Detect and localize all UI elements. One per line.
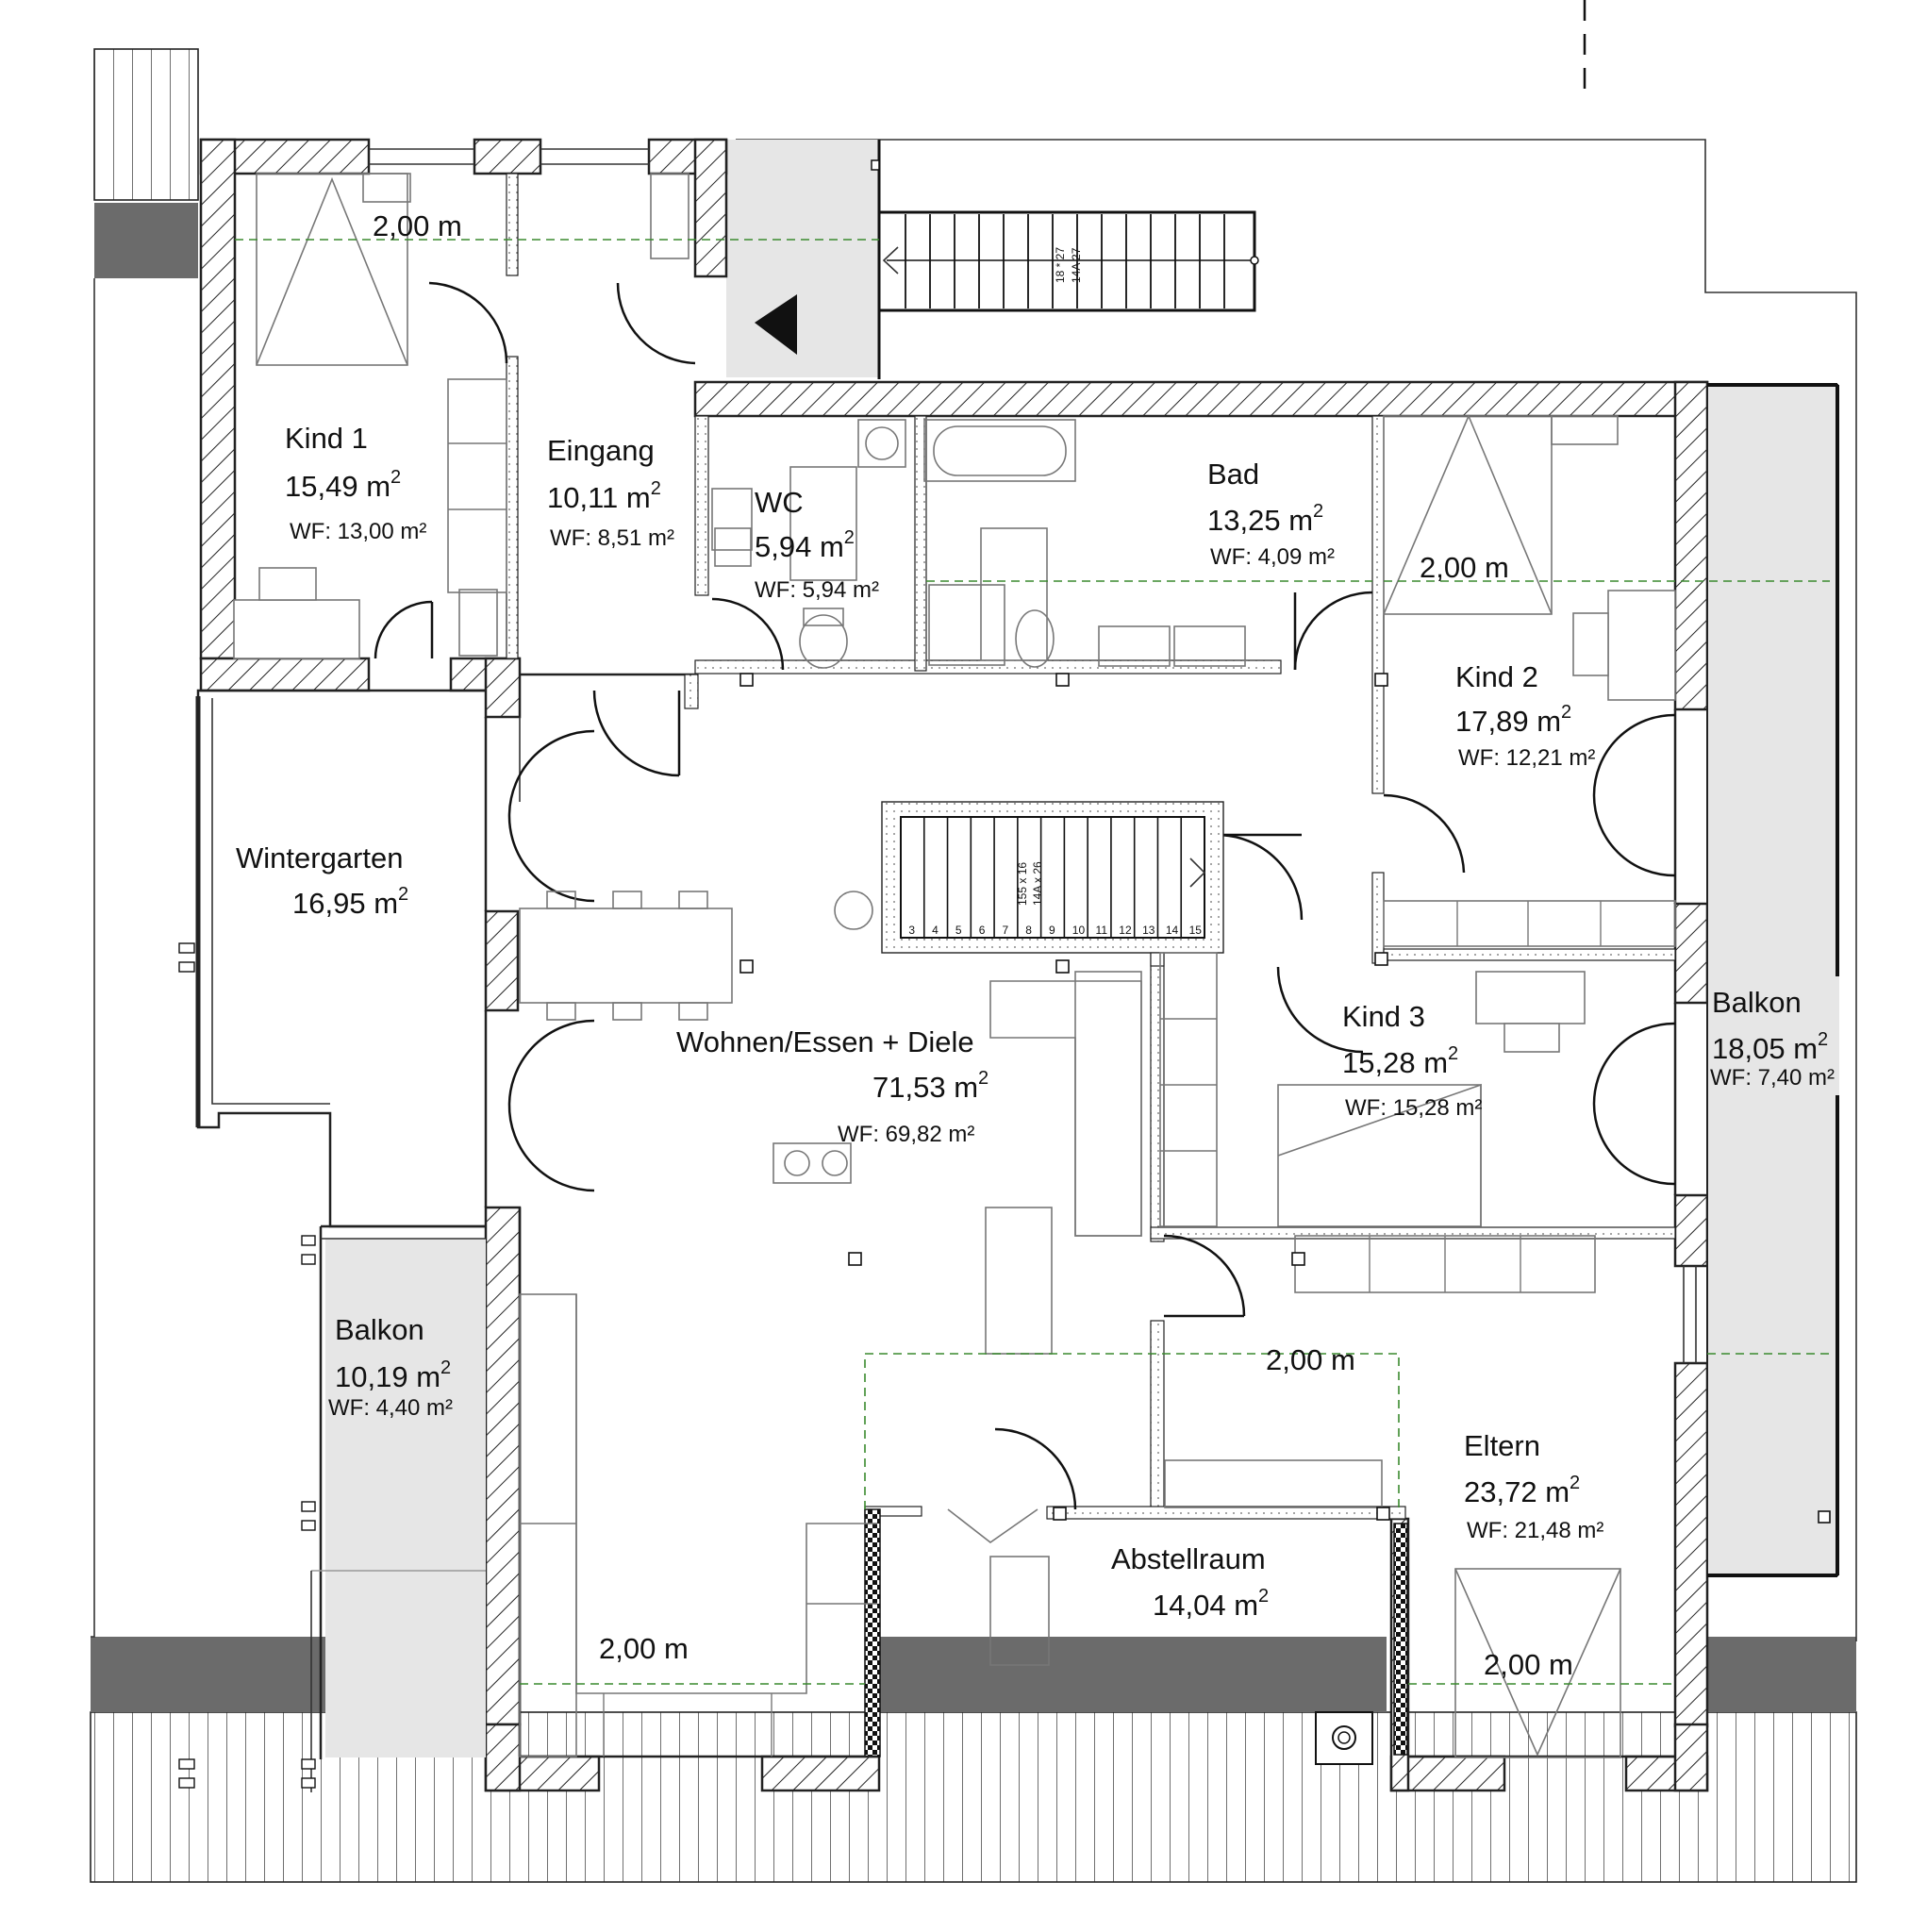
room-wf-eingang: WF: 8,51 m² bbox=[550, 525, 674, 551]
room-name-abstellraum: Abstellraum bbox=[1111, 1542, 1266, 1575]
room-wf-bad: WF: 4,09 m² bbox=[1210, 544, 1335, 570]
inside-stair-note-1: 155 x 16 bbox=[1016, 862, 1029, 906]
stair-step-number: 11 bbox=[1096, 924, 1108, 937]
stair-step-number: 6 bbox=[979, 924, 986, 937]
room-name-wc: WC bbox=[755, 486, 804, 519]
roof-strip-left-top bbox=[93, 48, 199, 201]
room-name-eltern: Eltern bbox=[1464, 1429, 1540, 1462]
room-name-balkon-right: Balkon bbox=[1712, 986, 1802, 1019]
stair-step-number: 13 bbox=[1142, 924, 1155, 937]
entrance-arrow-icon bbox=[755, 294, 797, 355]
markers bbox=[178, 673, 1390, 1789]
dim-abstell: 2,00 m bbox=[1266, 1343, 1355, 1376]
landing-area bbox=[726, 140, 879, 377]
room-area-balkon-left: 10,19 m2 bbox=[335, 1357, 451, 1393]
stair-step-number: 12 bbox=[1119, 924, 1132, 937]
dim-kind1: 2,00 m bbox=[373, 209, 462, 242]
stair-step-number: 7 bbox=[1002, 924, 1008, 937]
room-name-kind3: Kind 3 bbox=[1342, 1000, 1425, 1033]
inside-stair-note-2: 14A x 26 bbox=[1031, 861, 1044, 906]
room-name-balkon-left: Balkon bbox=[335, 1313, 424, 1346]
stair-step-number: 9 bbox=[1049, 924, 1055, 937]
stair-step-number: 10 bbox=[1072, 924, 1086, 937]
room-wf-balkon-right: WF: 7,40 m² bbox=[1710, 1065, 1835, 1091]
stair-step-number: 5 bbox=[955, 924, 962, 937]
room-wf-balkon-left: WF: 4,40 m² bbox=[328, 1395, 453, 1421]
interior-stairs: 3 4 5 6 7 8 9 10 11 12 13 14 15 155 x 16 14A x 26 bbox=[881, 801, 1224, 967]
height-lines bbox=[235, 239, 1830, 1685]
room-area-kind3: 15,28 m2 bbox=[1342, 1043, 1458, 1079]
outside-stair-note-2: 14A 27 bbox=[1070, 247, 1083, 283]
dim-wohnen-bottom: 2,00 m bbox=[599, 1632, 689, 1665]
eaves-band-right bbox=[1698, 1637, 1856, 1712]
room-area-balkon-right: 18,05 m2 bbox=[1712, 1029, 1828, 1065]
room-name-wohnen: Wohnen/Essen + Diele bbox=[676, 1025, 974, 1058]
outside-stair-note-1: 18 * 27 bbox=[1054, 247, 1067, 283]
room-wf-kind2: WF: 12,21 m² bbox=[1458, 745, 1595, 771]
roof-outline bbox=[91, 278, 95, 1638]
room-wf-wohnen: WF: 69,82 m² bbox=[838, 1122, 974, 1147]
dim-eltern-bottom: 2,00 m bbox=[1484, 1648, 1573, 1681]
room-area-eltern: 23,72 m2 bbox=[1464, 1473, 1580, 1508]
room-name-bad: Bad bbox=[1207, 458, 1259, 491]
room-wf-eltern: WF: 21,48 m² bbox=[1467, 1518, 1603, 1543]
stair-step-number: 14 bbox=[1166, 924, 1179, 937]
stair-step-number: 3 bbox=[908, 924, 915, 937]
room-wf-kind1: WF: 13,00 m² bbox=[290, 519, 426, 544]
room-area-wc: 5,94 m2 bbox=[755, 527, 855, 563]
dim-kind2: 2,00 m bbox=[1420, 551, 1509, 584]
stair-step-number: 8 bbox=[1025, 924, 1032, 937]
room-name-eingang: Eingang bbox=[547, 434, 655, 467]
furniture bbox=[233, 173, 1676, 1765]
doors bbox=[374, 281, 1676, 1510]
room-area-kind1: 15,49 m2 bbox=[285, 467, 401, 503]
room-wf-wc: WF: 5,94 m² bbox=[755, 577, 879, 603]
room-wf-kind3: WF: 15,28 m² bbox=[1345, 1095, 1482, 1121]
room-area-wohnen: 71,53 m2 bbox=[872, 1068, 988, 1104]
room-area-abstellraum: 14,04 m2 bbox=[1153, 1586, 1269, 1622]
outside-stair-run bbox=[877, 210, 1256, 312]
walls bbox=[199, 138, 1709, 1792]
stair-step-number: 15 bbox=[1189, 924, 1203, 937]
labels: 2,00 m 2,00 m 2,00 m 2,00 m 2,00 m Kind … bbox=[236, 209, 1839, 1681]
chimney-left bbox=[94, 203, 198, 278]
room-area-kind2: 17,89 m2 bbox=[1455, 702, 1571, 738]
roof-outline-right bbox=[736, 139, 1857, 1641]
room-name-kind1: Kind 1 bbox=[285, 422, 368, 455]
eaves-band-middle bbox=[877, 1637, 1387, 1712]
room-name-kind2: Kind 2 bbox=[1455, 660, 1538, 693]
room-area-bad: 13,25 m2 bbox=[1207, 501, 1323, 537]
room-area-eingang: 10,11 m2 bbox=[547, 478, 661, 514]
room-area-wintergarten: 16,95 m2 bbox=[292, 884, 408, 920]
room-name-wintergarten: Wintergarten bbox=[236, 841, 403, 874]
stair-step-number: 4 bbox=[932, 924, 939, 937]
outside-stairs: 18 * 27 14A 27 bbox=[726, 140, 1259, 379]
